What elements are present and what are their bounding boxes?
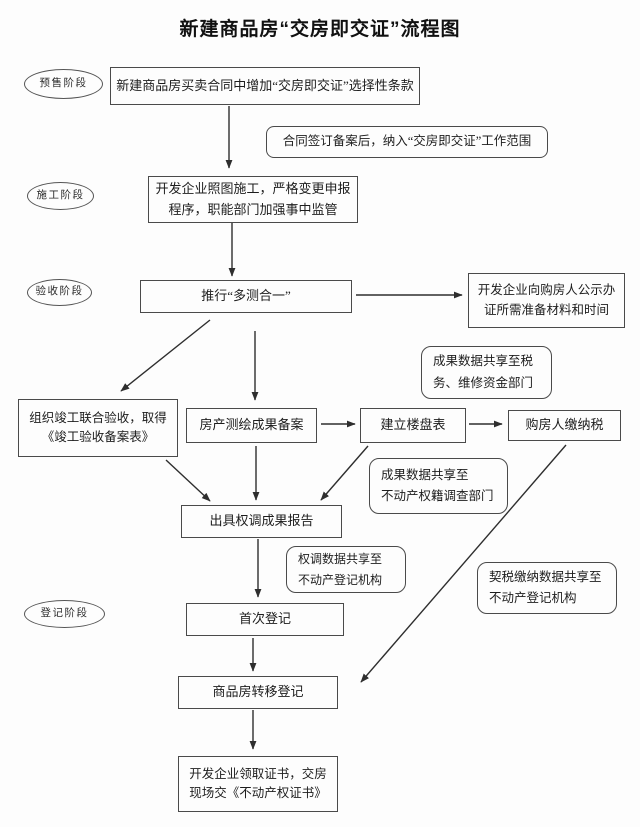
note-share-rights-registry: 权调数据共享至 不动产登记机构 [286,546,406,593]
text-line: 出具权调成果报告 [209,513,314,529]
step-rights-survey-report: 出具权调成果报告 [181,505,342,538]
text-line: 首次登记 [238,611,291,627]
text-line: 契税缴纳数据共享至 [489,569,602,584]
step-contract-clause: 新建商品房买卖合同中增加“交房即交证”选择性条款 [110,67,420,105]
text-line: 不动产登记机构 [489,591,577,605]
arrow-survey-to-joint-acceptance [120,319,211,392]
stage-ellipse-acceptance: 验收阶段 [27,279,92,306]
text-line: 组织竣工联合验收，取得 [29,410,167,425]
step-first-registration: 首次登记 [186,603,344,636]
text-line: 现场交《不动产权证书》 [189,786,327,800]
text-line: 开发企业领取证书，交房 [189,766,327,781]
stage-label: 预售阶段 [39,77,88,89]
flowchart-title: 新建商品房“交房即交证”流程图 [179,19,461,40]
text-line: 合同签订备案后，纳入“交房即交证”工作范围 [282,134,532,149]
stage-ellipse-presale: 预售阶段 [24,69,103,99]
step-building-roster: 建立楼盘表 [360,408,466,443]
note-share-tax-fund: 成果数据共享至税 务、维修资金部门 [421,346,552,399]
stage-label: 验收阶段 [35,286,84,298]
stage-label: 登记阶段 [40,607,89,619]
arrow-acceptance-to-report [165,459,211,502]
note-share-deed-tax: 契税缴纳数据共享至 不动产登记机构 [477,562,617,614]
text-line: 不动产权籍调查部门 [381,489,494,503]
text-line: 成果数据共享至税 [433,354,534,369]
text-line: 推行“多测合一” [201,288,291,304]
stage-ellipse-construction: 施工阶段 [27,182,94,210]
step-buyer-pays-tax: 购房人缴纳税 [508,410,621,441]
note-share-cadastral: 成果数据共享至 不动产权籍调查部门 [369,458,508,514]
text-line: 不动产登记机构 [298,572,383,587]
text-line: 程序，职能部门加强事中监管 [168,201,338,217]
stage-label: 施工阶段 [36,189,85,201]
arrow-roster-to-report [320,445,369,501]
step-multi-survey: 推行“多测合一” [140,280,352,313]
step-publicity-to-buyers: 开发企业向购房人公示办 证所需准备材料和时间 [468,273,625,328]
text-line: 建立楼盘表 [380,417,446,433]
text-line: 证所需准备材料和时间 [483,302,609,317]
step-transfer-registration: 商品房转移登记 [178,676,338,709]
step-survey-result-filing: 房产测绘成果备案 [186,408,317,443]
step-certificate-delivery: 开发企业领取证书，交房 现场交《不动产权证书》 [178,756,338,812]
text-line: 《竣工验收备案表》 [41,430,155,444]
text-line: 新建商品房买卖合同中增加“交房即交证”选择性条款 [116,77,414,93]
text-line: 房产测绘成果备案 [199,417,304,433]
step-joint-acceptance: 组织竣工联合验收，取得 《竣工验收备案表》 [18,399,178,457]
note-contract-filing: 合同签订备案后，纳入“交房即交证”工作范围 [266,126,548,158]
text-line: 成果数据共享至 [381,467,469,482]
step-construction-supervision: 开发企业照图施工，严格变更申报 程序，职能部门加强事中监管 [148,176,358,223]
text-line: 购房人缴纳税 [525,417,604,433]
text-line: 开发企业向购房人公示办 [477,283,616,298]
text-line: 商品房转移登记 [212,684,304,700]
text-line: 务、维修资金部门 [433,375,534,390]
stage-ellipse-registration: 登记阶段 [24,600,105,628]
text-line: 开发企业照图施工，严格变更申报 [155,181,351,197]
text-line: 权调数据共享至 [298,552,383,567]
